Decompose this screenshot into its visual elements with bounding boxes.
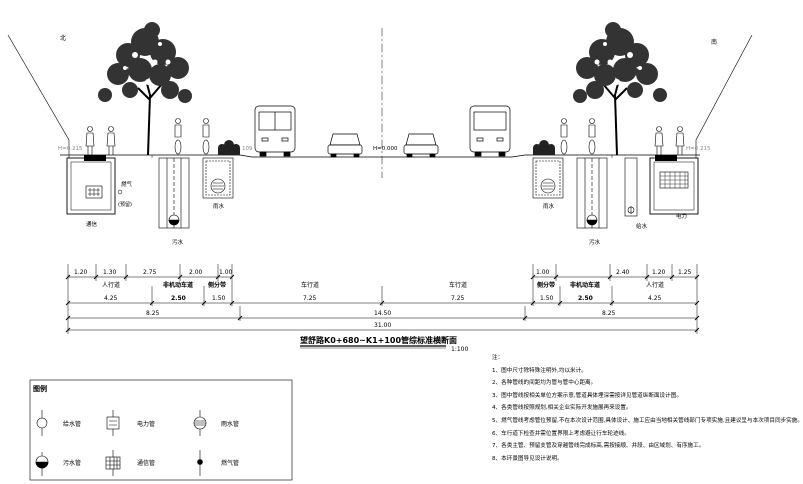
- dim-row2: 1.50: [540, 295, 554, 302]
- legend-rain-icon: [193, 410, 207, 436]
- power-duct-right: [649, 155, 699, 215]
- dim-row3: 8.25: [602, 310, 616, 317]
- dim-row3: 8.25: [146, 310, 160, 317]
- legend-label: 通信管: [137, 459, 155, 467]
- shrub-icon: [218, 140, 240, 155]
- dim-row1: 1.00: [536, 269, 550, 276]
- zone-label: 人行道: [646, 281, 664, 289]
- cyclist-icon: [560, 118, 596, 155]
- dim-row2: 2.50: [578, 295, 593, 302]
- note-item: 3、图中管线按相关单位方案示意,管道具体埋深需按详见管道纵断面设计图。: [492, 392, 682, 399]
- left-tree-icon: [98, 22, 192, 156]
- ground-line: [60, 154, 700, 158]
- pedestrian-icon: [654, 126, 685, 155]
- sewage-trench-right: [576, 157, 608, 229]
- label-power: 电力: [676, 212, 687, 220]
- drawing-scale: 1:100: [451, 346, 468, 353]
- zone-label: 车行道: [301, 281, 319, 289]
- zone-label: 车行道: [449, 281, 467, 289]
- legend-box: [29, 379, 293, 481]
- zone-label: 非机动车道: [570, 281, 600, 289]
- dim-row2: 7.25: [451, 295, 465, 302]
- legend-label: 污水管: [63, 459, 81, 467]
- dim-row1: 1.20: [74, 269, 88, 276]
- label-rain-left: 雨水: [213, 202, 225, 210]
- dim-total: 31.00: [374, 322, 391, 329]
- dim-row1: 1.20: [652, 269, 666, 276]
- dim-row2: 4.25: [104, 295, 118, 302]
- sewage-trench-left: [158, 157, 190, 229]
- label-gas-note: (预留): [118, 201, 132, 208]
- note-item: 7、各类主管、预留支管及穿越管线完成标高,需按接顺、井段、由区域划、有序施工。: [492, 443, 705, 450]
- bus-icon: [254, 105, 296, 157]
- elevation-left: H=0.215: [58, 146, 83, 152]
- cyclist-icon: [174, 118, 210, 155]
- elevation-left-inner: H=0.109: [228, 146, 253, 152]
- drawing-title: 望舒路K0+680~K1+100管综标准横断面: [300, 335, 457, 345]
- legend-water-supply-icon: [36, 410, 48, 436]
- car-icon: [403, 133, 439, 158]
- dim-row1: 2.00: [189, 269, 203, 276]
- zone-label: 侧分带: [537, 281, 555, 289]
- dimension-ticks: [65, 274, 700, 333]
- label-rain-right: 雨水: [543, 202, 555, 210]
- bus-icon: [469, 105, 511, 157]
- legend-label: 雨水管: [221, 420, 239, 428]
- pedestrian-icon: [85, 126, 116, 155]
- rain-well-left: [202, 157, 234, 199]
- elevation-center: H=0.000: [373, 146, 398, 152]
- note-item: 4、各类管线按照规划,相关企业实际开发施展再来设置。: [492, 405, 632, 412]
- note-item: 5、燃气管线考虑管位预留,不在本次设计范围,具体设计、施工应由当地相关管线部门专…: [492, 417, 803, 424]
- right-boundary-line: [695, 34, 753, 212]
- label-sewage-right: 污水: [589, 238, 601, 246]
- dim-row1: 2.75: [143, 269, 157, 276]
- label-water-supply: 给水: [636, 222, 648, 230]
- zone-label: 非机动车道: [163, 281, 193, 289]
- dim-row2: 4.25: [648, 295, 662, 302]
- legend-label: 电力管: [137, 420, 155, 428]
- label-telecom: 通信: [86, 220, 98, 228]
- label-gas: 燃气: [121, 180, 133, 188]
- south-label: 南: [711, 38, 717, 46]
- elevation-right: H=0.215: [686, 146, 711, 152]
- water-supply-trench: [624, 157, 638, 217]
- dim-row1: 1.30: [103, 269, 117, 276]
- legend-label: 给水管: [63, 420, 81, 428]
- shrub-icon: [533, 140, 555, 155]
- note-item: 2、各种管线的间距均为管与管中心距离。: [492, 380, 597, 387]
- legend-title: 图例: [33, 385, 47, 393]
- notes-block: 注： 1、图中尺寸除特殊注明外,均以米计。 2、各种管线的间距均为管与管中心距离…: [492, 352, 803, 465]
- note-item: 6、车行道下检查井需位置界限上考虑避让行车轮迹线。: [492, 430, 630, 437]
- telecom-duct-left: [66, 155, 123, 215]
- legend-telecom-icon: [105, 450, 121, 476]
- cross-section-drawing: 北 南 H=0.215 H=0.109 H=0.000 H=0.215: [7, 22, 753, 481]
- zone-label: 侧分带: [208, 281, 226, 289]
- label-sewage-left: 污水: [172, 238, 184, 246]
- dim-row2: 7.25: [303, 295, 317, 302]
- zone-label: 人行道: [102, 281, 120, 289]
- left-boundary-line: [7, 34, 70, 212]
- dim-row1: 1.00: [219, 269, 233, 276]
- notes-label: 注：: [492, 355, 504, 361]
- dim-row2: 2.50: [171, 295, 186, 302]
- dim-row3: 14.50: [374, 310, 391, 317]
- dim-row1: 1.25: [678, 269, 692, 276]
- legend-power-icon: [106, 410, 120, 436]
- dim-row2: 1.50: [212, 295, 226, 302]
- north-label: 北: [60, 34, 66, 42]
- legend-sewage-icon: [35, 452, 49, 476]
- legend-label: 燃气管: [221, 459, 239, 467]
- note-item: 1、图中尺寸除特殊注明外,均以米计。: [492, 367, 587, 374]
- rain-well-right: [532, 157, 564, 199]
- right-tree-icon: [573, 22, 667, 156]
- legend-gas-icon: [197, 450, 203, 476]
- note-item: 8、本环景图导见设计说明。: [492, 455, 563, 462]
- car-icon: [327, 133, 363, 158]
- dim-row1: 2.40: [616, 269, 630, 276]
